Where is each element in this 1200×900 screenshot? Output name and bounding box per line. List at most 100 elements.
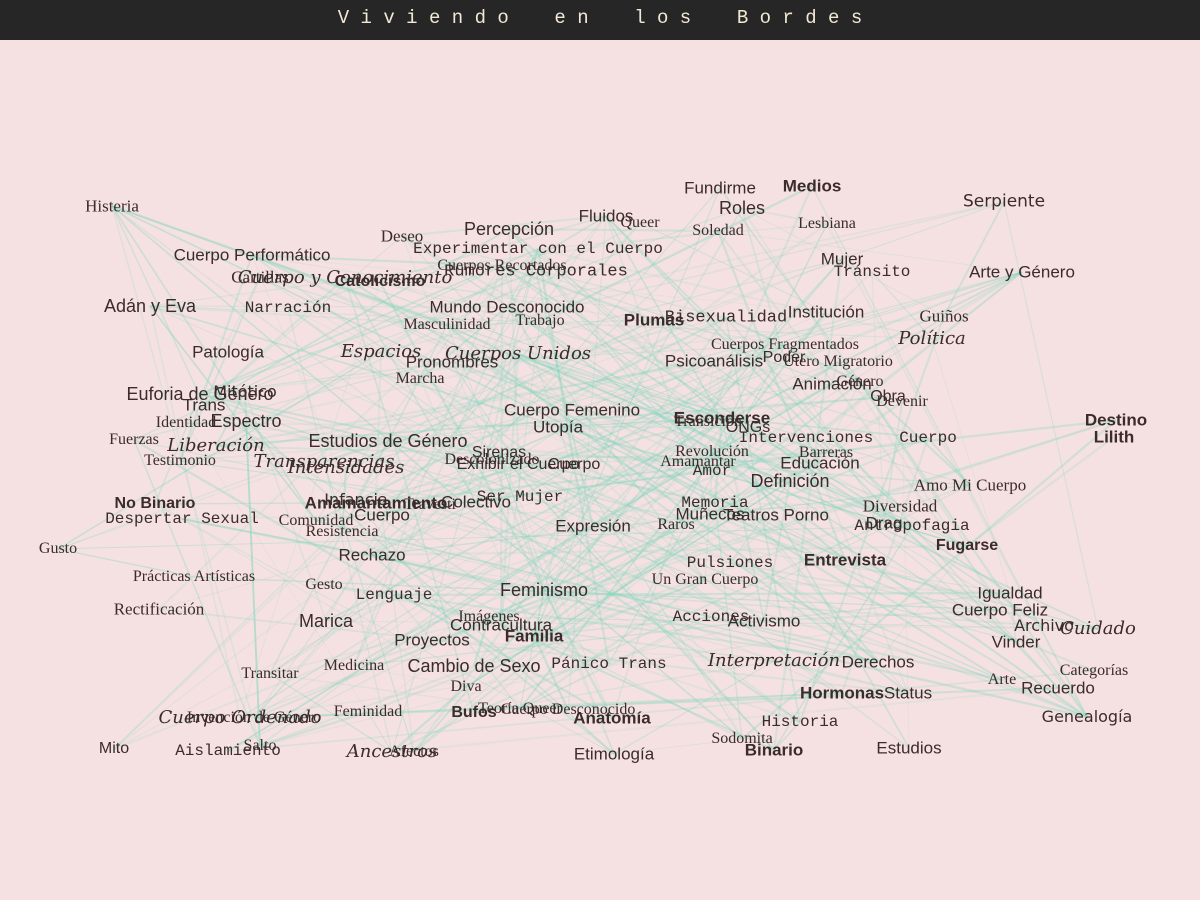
term-node-rechazo[interactable]: Rechazo (338, 545, 406, 565)
term-node-contracultura[interactable]: Contracultura (449, 615, 553, 635)
term-node-genero[interactable]: Género (836, 373, 884, 390)
term-node-adan-y-eva[interactable]: Adán y Eva (103, 296, 197, 316)
term-node-expresion[interactable]: Expresión (555, 516, 631, 536)
term-node-fuerzas[interactable]: Fuerzas (109, 431, 159, 448)
term-node-fluidos[interactable]: Fluidos (578, 206, 634, 226)
term-node-descolonizado[interactable]: Descolonizado (444, 451, 540, 468)
term-node-marica[interactable]: Marica (298, 611, 354, 631)
term-node-mitotico[interactable]: Mitótico (213, 382, 277, 401)
term-node-amo-mi-cuerpo[interactable]: Amo Mi Cuerpo (913, 475, 1027, 495)
term-node-intervenciones[interactable]: Intervenciones (738, 429, 874, 447)
term-node-exhibir-el-cuerpo[interactable]: Exhibir el Cuerpo (456, 456, 580, 473)
term-node-cuidado[interactable]: Cuidado (1060, 618, 1136, 639)
term-node-mujer[interactable]: Mujer (820, 249, 864, 269)
term-node-narracion[interactable]: Narración (244, 299, 332, 317)
term-node-roles[interactable]: Roles (718, 198, 766, 218)
term-node-memoria[interactable]: Memoria (681, 494, 749, 512)
term-node-esconderse[interactable]: Esconderse (673, 408, 771, 428)
term-node-invencion-de-genero[interactable]: Invención de Género (186, 709, 322, 726)
term-node-trabajo[interactable]: Trabajo (515, 312, 565, 329)
term-node-feminismo[interactable]: Feminismo (499, 580, 589, 600)
term-node-categorias[interactable]: Categorías (1059, 662, 1129, 679)
term-node-proyectos[interactable]: Proyectos (394, 630, 470, 650)
term-node-lesbiana[interactable]: Lesbiana (798, 215, 856, 232)
term-node-intensidades[interactable]: Intensidades (287, 457, 405, 478)
term-node-despertar-sexual[interactable]: Despertar Sexual (105, 510, 259, 528)
term-node-medios[interactable]: Medios (782, 176, 842, 196)
term-node-devenir[interactable]: Devenir (876, 393, 928, 410)
term-node-obra[interactable]: Obra (870, 388, 906, 405)
term-node-resistencia[interactable]: Resistencia (305, 523, 379, 540)
term-node-entrevista[interactable]: Entrevista (803, 550, 887, 570)
term-node-cuerpo-y-conocimiento[interactable]: Cuerpo y Conocimiento (237, 267, 453, 288)
term-node-estudios[interactable]: Estudios (876, 738, 942, 758)
term-node-politica[interactable]: Política (898, 328, 966, 349)
term-node-espacios[interactable]: Espacios (340, 341, 422, 362)
term-node-cuerpos-unidos[interactable]: Cuerpos Unidos (444, 343, 592, 364)
term-node-genealogia[interactable]: Genealogía (1041, 707, 1133, 726)
term-node-fugarse[interactable]: Fugarse (935, 537, 999, 554)
term-node-vinder[interactable]: Vinder (991, 632, 1041, 652)
term-node-identidad[interactable]: Identidad (155, 414, 217, 431)
term-node-cuerpos-fragmentados[interactable]: Cuerpos Fragmentados (711, 336, 859, 353)
term-node-colectivo[interactable]: Colectivo (441, 492, 511, 512)
term-node-munecos[interactable]: Muñecos (675, 504, 745, 524)
term-node-lenguaje[interactable]: Lenguaje (355, 586, 433, 604)
term-node-revolucion[interactable]: Revolución (675, 443, 749, 460)
term-node-travesti[interactable]: Travesti (404, 496, 456, 513)
term-node-poder[interactable]: Poder (762, 349, 806, 366)
term-node-experimentar-con-el-cuerpo[interactable]: Experimentar con el Cuerpo (413, 240, 663, 258)
term-node-raros[interactable]: Raros (657, 516, 695, 533)
term-node-soledad[interactable]: Soledad (692, 222, 744, 239)
term-node-medicina[interactable]: Medicina (323, 657, 385, 674)
term-node-diversidad[interactable]: Diversidad (862, 496, 938, 516)
term-node-bufos[interactable]: Bufos (451, 704, 497, 721)
term-node-ser-mujer[interactable]: Ser Mujer (476, 488, 564, 506)
term-node-cuerpo-femenino[interactable]: Cuerpo Femenino (503, 400, 641, 420)
term-node-cuerpo[interactable]: Cuerpo (899, 429, 957, 447)
term-node-amor[interactable]: Amor (692, 462, 732, 480)
term-node-deseo[interactable]: Deseo (380, 226, 424, 246)
term-node-ongs[interactable]: ONGs (725, 419, 771, 436)
term-node-espectro[interactable]: Espectro (210, 411, 282, 431)
term-node-recuerdo[interactable]: Recuerdo (1021, 678, 1095, 698)
term-node-cambio-de-sexo[interactable]: Cambio de Sexo (407, 656, 541, 676)
term-node-transito[interactable]: Tránsito (833, 263, 911, 281)
term-node-fundirme[interactable]: Fundirme (684, 178, 756, 198)
term-node-activismo[interactable]: Activismo (727, 611, 801, 631)
term-node-arte[interactable]: Arte (987, 671, 1017, 688)
term-node-drag[interactable]: Drag (865, 513, 903, 533)
term-node-igualdad[interactable]: Igualdad (977, 583, 1043, 603)
term-node-destino[interactable]: Destino (1084, 410, 1148, 430)
term-node-definicion[interactable]: Definición (750, 471, 830, 491)
term-node-etimologia[interactable]: Etimología (573, 744, 655, 764)
term-node-cartillas[interactable]: Cartillas (231, 267, 289, 287)
term-node-serpiente[interactable]: Serpiente (962, 191, 1046, 212)
term-node-cuerpos-recortados[interactable]: Cuerpos Recortados (437, 257, 567, 274)
term-node-amamantamiento[interactable]: Amamantamiento (304, 493, 448, 513)
term-node-cuerpo-desconocido[interactable]: Cuerpo Desconocido (500, 701, 636, 718)
term-node-archivo[interactable]: Archivo (1014, 616, 1074, 635)
term-node-gusto[interactable]: Gusto (38, 540, 78, 557)
term-node-euforia-de-genero[interactable]: Euforia de Género (126, 384, 274, 404)
term-node-animacion[interactable]: Animación (792, 374, 872, 394)
term-node-cuerpo[interactable]: Cuerpo (354, 505, 410, 525)
term-node-sirenas[interactable]: Sirenas (471, 444, 527, 461)
term-node-marcha[interactable]: Marcha (395, 370, 445, 387)
term-node-amamantar[interactable]: Amamantar (660, 453, 736, 470)
term-node-comunidad[interactable]: Comunidad (278, 512, 354, 529)
term-node-panico-trans[interactable]: Pánico Trans (551, 655, 667, 673)
term-node-sodomita[interactable]: Sodomita (711, 730, 773, 747)
term-node-imagenes[interactable]: Imágenes (458, 608, 520, 625)
term-node-status[interactable]: Status (883, 683, 933, 703)
term-node-hormonas[interactable]: Hormonas (799, 683, 885, 703)
term-node-plumas[interactable]: Plumas (623, 310, 685, 330)
term-node-teoria-queer[interactable]: Teoría Queer (478, 700, 562, 717)
term-node-utero-migratorio[interactable]: Útero Migratorio (783, 353, 893, 370)
term-node-bisexualidad[interactable]: Bisexualidad (664, 308, 788, 328)
term-node-salto[interactable]: Salto (243, 737, 277, 754)
term-node-queer[interactable]: Queer (620, 214, 660, 231)
term-node-familia[interactable]: Familia (504, 626, 564, 646)
term-node-no-binario[interactable]: No Binario (114, 495, 196, 512)
